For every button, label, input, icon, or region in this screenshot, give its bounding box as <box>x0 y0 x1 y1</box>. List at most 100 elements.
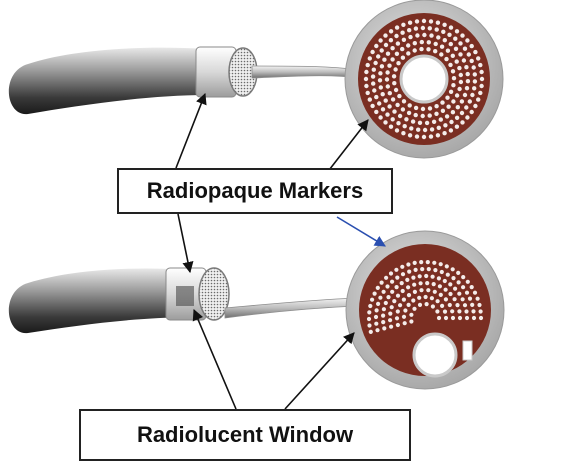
perforation-dot <box>409 126 414 131</box>
perforation-dot <box>417 295 422 300</box>
perforation-dot <box>381 313 386 318</box>
perforation-dot <box>454 29 460 34</box>
perforation-dot <box>401 22 406 27</box>
perforation-dot <box>368 329 373 334</box>
perforation-dot <box>376 54 381 59</box>
perforation-dot <box>469 43 474 49</box>
perforation-dot <box>366 316 372 322</box>
perforation-dot <box>395 309 400 314</box>
perforation-dot <box>433 41 438 47</box>
perforation-dot <box>367 56 372 61</box>
perforation-dot <box>401 314 407 319</box>
perforation-dot <box>445 95 450 100</box>
bottom-disc-perforations <box>366 260 484 334</box>
perforation-dot <box>455 105 460 110</box>
perforation-dot <box>407 20 413 25</box>
perforation-dot <box>460 120 465 125</box>
perforation-dot <box>445 48 451 53</box>
perforation-dot <box>436 276 441 281</box>
perforation-dot <box>400 107 406 112</box>
perforation-dot <box>378 71 383 76</box>
perforation-dot <box>417 274 422 279</box>
perforation-dot <box>421 18 427 24</box>
perforation-dot <box>383 120 388 125</box>
perforation-dot <box>412 48 417 53</box>
perforation-dot <box>395 293 401 298</box>
bottom-catheter-mesh-tip <box>198 267 230 321</box>
perforation-dot <box>403 308 408 313</box>
perforation-dot <box>388 124 394 129</box>
perforation-dot <box>460 297 465 302</box>
perforation-dot <box>466 52 471 57</box>
perforation-dot <box>374 109 379 115</box>
perforation-dot <box>371 81 376 86</box>
bottom-catheter-body <box>8 268 190 334</box>
perforation-dot <box>430 274 435 279</box>
perforation-dot <box>390 117 395 122</box>
perforation-dot <box>451 76 457 81</box>
perforation-dot <box>426 288 431 293</box>
perforation-dot <box>390 289 395 294</box>
perforation-dot <box>399 281 404 286</box>
perforation-dot <box>440 108 446 114</box>
perforation-dot <box>478 62 483 68</box>
perforation-dot <box>429 127 435 132</box>
perforation-dot <box>450 110 456 115</box>
perforation-dot <box>385 284 390 289</box>
perforation-dot <box>462 303 468 308</box>
perforation-dot <box>396 121 401 126</box>
perforation-dot <box>394 316 400 321</box>
perforation-dot <box>458 72 463 78</box>
perforation-dot <box>446 104 451 109</box>
perforation-dot <box>388 271 394 276</box>
perforation-dot <box>464 65 469 70</box>
perforation-dot <box>465 79 471 84</box>
perforation-dot <box>424 302 429 307</box>
perforation-dot <box>479 76 485 82</box>
perforation-dot <box>429 296 434 301</box>
perforation-dot <box>425 281 430 286</box>
perforation-dot <box>388 29 394 34</box>
bottom-disc-lumen <box>412 332 458 378</box>
perforation-dot <box>440 303 445 308</box>
perforation-dot <box>438 262 443 267</box>
perforation-dot <box>435 133 441 138</box>
perforation-dot <box>437 284 442 289</box>
perforation-dot <box>390 97 396 102</box>
perforation-dot <box>416 127 421 132</box>
perforation-dot <box>374 94 379 100</box>
perforation-dot <box>477 302 482 308</box>
perforation-dot <box>469 285 474 290</box>
top-catheter-body <box>8 47 206 115</box>
perforation-dot <box>443 315 449 321</box>
perforation-dot <box>471 65 476 70</box>
perforation-dot <box>386 295 391 300</box>
perforation-dot <box>394 33 399 39</box>
perforation-dot <box>400 272 406 277</box>
perforation-dot <box>394 285 399 290</box>
perforation-dot <box>404 117 409 122</box>
perforation-dot <box>458 79 464 85</box>
perforation-dot <box>472 72 477 77</box>
perforation-dot <box>478 315 484 321</box>
perforation-dot <box>365 62 370 68</box>
perforation-dot <box>406 302 411 307</box>
perforation-dot <box>413 267 418 272</box>
bottom-disc-face <box>359 244 491 376</box>
perforation-dot <box>396 61 401 66</box>
callout-arrows <box>175 92 386 410</box>
perforation-dot <box>436 315 442 321</box>
perforation-dot <box>370 49 375 55</box>
perforation-dot <box>392 299 397 304</box>
perforation-dot <box>428 19 434 24</box>
perforation-dot <box>445 272 450 277</box>
perforation-dot <box>364 83 369 89</box>
perforation-dot <box>394 267 399 272</box>
perforation-dot <box>457 86 462 92</box>
perforation-dot <box>388 311 393 316</box>
perforation-dot <box>417 120 423 126</box>
perforation-dot <box>473 49 478 55</box>
perforation-dot <box>392 109 397 114</box>
perforation-dot <box>393 67 398 72</box>
perforation-dot <box>442 38 447 43</box>
